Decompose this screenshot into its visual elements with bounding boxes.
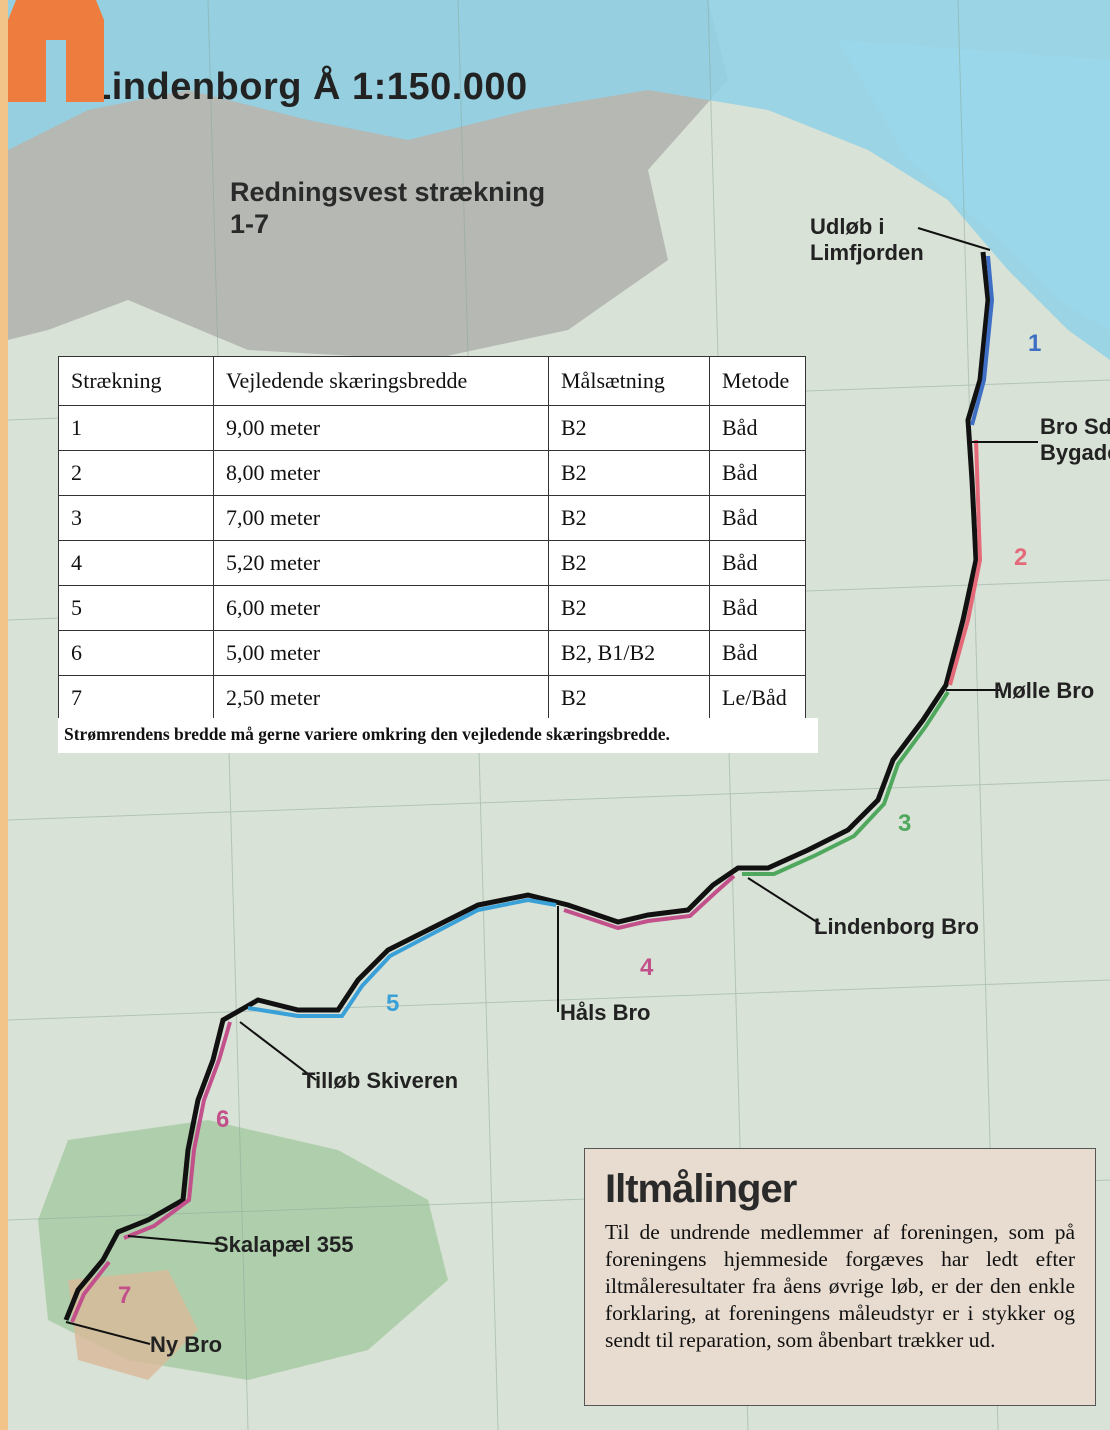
river-section-2 <box>948 439 983 686</box>
river-section-3 <box>742 690 950 876</box>
cutting-width-table: Strækning Vejledende skæringsbredde Måls… <box>58 356 806 721</box>
section-number-3: 3 <box>898 810 912 837</box>
river-outline <box>63 251 991 1321</box>
place-label-tillob: Tilløb Skiveren <box>302 1068 459 1093</box>
cell-malsaetning: B2 <box>548 540 710 586</box>
info-title: Iltmålinger <box>605 1167 797 1211</box>
sand-area <box>68 1270 198 1380</box>
legend-label-line2: 1-7 <box>230 209 270 239</box>
cell-malsaetning: B2, B1/B2 <box>548 630 710 676</box>
cell-metode: Båd <box>709 405 806 451</box>
river-section-1 <box>970 255 995 426</box>
cell-skaeringsbredde: 6,00 meter <box>213 585 549 631</box>
column-header-skaeringsbredde: Vejledende skæringsbredde <box>213 356 549 406</box>
table-row: 1 9,00 meter B2 Båd <box>58 405 806 451</box>
table-note: Strømrendens bredde må gerne variere omk… <box>58 718 818 753</box>
place-label-skalapael: Skalapæl 355 <box>214 1232 354 1257</box>
cell-skaeringsbredde: 9,00 meter <box>213 405 549 451</box>
section-number-5: 5 <box>386 990 400 1017</box>
section-number-6: 6 <box>216 1106 230 1133</box>
place-label-hals-bro: Håls Bro <box>560 1000 651 1025</box>
leader-lines <box>65 227 1038 1345</box>
cell-metode: Båd <box>709 630 806 676</box>
legend-label: Redningsvest strækning 1-7 <box>230 176 545 240</box>
column-header-malsaetning: Målsætning <box>548 356 710 406</box>
cell-metode: Båd <box>709 540 806 586</box>
life-vest-icon <box>8 0 104 102</box>
cell-skaeringsbredde: 5,20 meter <box>213 540 549 586</box>
section-number-2: 2 <box>1014 544 1028 571</box>
table-row: 4 5,20 meter B2 Båd <box>58 540 806 586</box>
place-label-ny-bro: Ny Bro <box>150 1332 223 1357</box>
place-label-bro-sdr-line1: Bro Sdr <box>1040 414 1110 439</box>
cell-straekning: 7 <box>58 675 214 721</box>
place-label-udlob: Udløb i Limfjorden <box>810 214 924 266</box>
table-row: 2 8,00 meter B2 Båd <box>58 450 806 496</box>
cell-skaeringsbredde: 5,00 meter <box>213 630 549 676</box>
cell-straekning: 1 <box>58 405 214 451</box>
table-row: 7 2,50 meter B2 Le/Båd <box>58 675 806 721</box>
cell-straekning: 2 <box>58 450 214 496</box>
topographic-map: Lindenborg Å 1:150.000 Redningsvest stræ… <box>8 0 1110 1430</box>
cell-skaeringsbredde: 2,50 meter <box>213 675 549 721</box>
cell-metode: Båd <box>709 495 806 541</box>
legend-label-line1: Redningsvest strækning <box>230 177 546 207</box>
cell-malsaetning: B2 <box>548 450 710 496</box>
section-number-4: 4 <box>640 954 654 981</box>
river-section-6 <box>123 1021 232 1240</box>
cell-straekning: 3 <box>58 495 214 541</box>
info-box: Iltmålinger Til de undrende medlemmer af… <box>584 1148 1096 1406</box>
place-label-bro-sdr: Bro Sdr Bygade <box>1040 414 1110 466</box>
cell-metode: Le/Båd <box>709 675 806 721</box>
cell-straekning: 6 <box>58 630 214 676</box>
section-number-1: 1 <box>1028 330 1042 357</box>
fjord-channel <box>838 40 1110 330</box>
info-text: Til de undrende medlemmer af foreningen,… <box>605 1220 1075 1352</box>
river-section-4 <box>563 874 736 931</box>
cell-malsaetning: B2 <box>548 495 710 541</box>
cell-malsaetning: B2 <box>548 675 710 721</box>
column-header-metode: Metode <box>709 356 806 406</box>
cell-metode: Båd <box>709 585 806 631</box>
cell-malsaetning: B2 <box>548 405 710 451</box>
cell-skaeringsbredde: 7,00 meter <box>213 495 549 541</box>
place-label-udlob-line1: Udløb i <box>810 214 885 239</box>
cell-malsaetning: B2 <box>548 585 710 631</box>
cell-straekning: 5 <box>58 585 214 631</box>
place-label-lindenborg-bro: Lindenborg Bro <box>814 914 979 939</box>
cell-straekning: 4 <box>58 540 214 586</box>
column-header-straekning: Strækning <box>58 356 214 406</box>
river-section-7 <box>70 1260 111 1323</box>
table-row: 6 5,00 meter B2, B1/B2 Båd <box>58 630 806 676</box>
river-section-5 <box>247 897 557 1018</box>
table-row: 3 7,00 meter B2 Båd <box>58 495 806 541</box>
fjord-water <box>8 0 1110 360</box>
cell-skaeringsbredde: 8,00 meter <box>213 450 549 496</box>
place-label-molle-bro: Mølle Bro <box>994 678 1095 703</box>
table-header-row: Strækning Vejledende skæringsbredde Måls… <box>58 356 806 406</box>
table-row: 5 6,00 meter B2 Båd <box>58 585 806 631</box>
place-label-bro-sdr-line2: Bygade <box>1040 440 1110 465</box>
section-number-7: 7 <box>118 1282 132 1309</box>
map-title: Lindenborg Å 1:150.000 <box>88 66 528 108</box>
cell-metode: Båd <box>709 450 806 496</box>
place-label-udlob-line2: Limfjorden <box>810 240 924 265</box>
